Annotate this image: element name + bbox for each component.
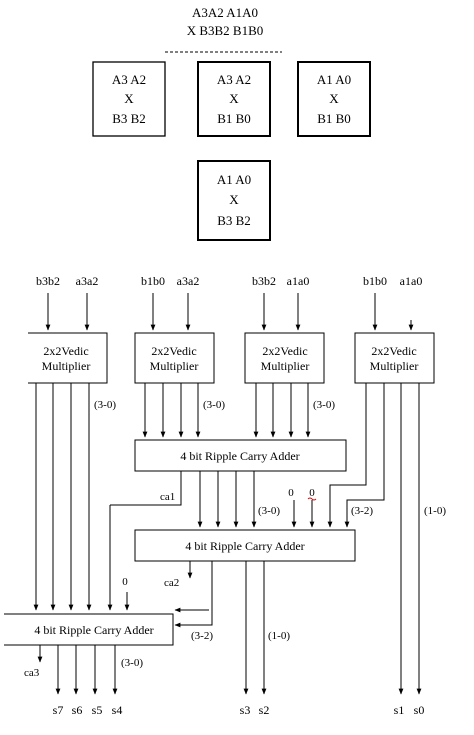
mult3-input-left-label: b3b2 bbox=[252, 274, 276, 288]
partial-box-4-row3: B3 B2 bbox=[217, 213, 251, 228]
adder-block-1: 4 bit Ripple Carry Adder bbox=[134, 439, 347, 472]
partial-box-1-row2: X bbox=[124, 91, 134, 106]
output-s6: s6 bbox=[72, 703, 83, 717]
mult2-output-label: (3-0) bbox=[203, 399, 225, 411]
partial-box-1-row1: A3 A2 bbox=[112, 72, 146, 87]
adder2-input-wires bbox=[197, 383, 385, 528]
adder2-output-label-b: (1-0) bbox=[268, 630, 290, 642]
partial-box-1: A3 A2 X B3 B2 bbox=[92, 61, 166, 137]
output-s3: s3 bbox=[240, 703, 251, 717]
output-s5: s5 bbox=[92, 703, 103, 717]
mult3-output-label: (3-0) bbox=[313, 399, 335, 411]
multiplier-input-wires bbox=[45, 293, 414, 331]
output-s2: s2 bbox=[259, 703, 270, 717]
mult3-line2: Multiplier bbox=[261, 359, 310, 373]
multiplier-block-1: 2x2Vedic Multiplier bbox=[28, 332, 108, 384]
adder2-const-a: 0 bbox=[288, 487, 294, 499]
partial-box-2-row3: B1 B0 bbox=[217, 111, 251, 126]
mult2-line2: Multiplier bbox=[150, 359, 199, 373]
mult3-input-right-label: a1a0 bbox=[287, 274, 310, 288]
adder1-label: 4 bit Ripple Carry Adder bbox=[180, 449, 299, 463]
adder3-const: 0 bbox=[122, 576, 128, 588]
adder1-input-wires bbox=[142, 383, 311, 438]
adder2-const-b: 0 bbox=[309, 487, 315, 499]
adder2-const-b-squiggle bbox=[307, 497, 317, 501]
adder2-input-label-b: (3-2) bbox=[351, 505, 373, 517]
adder3-carry-label: ca3 bbox=[24, 667, 40, 679]
adder2-label: 4 bit Ripple Carry Adder bbox=[185, 539, 304, 553]
adder1-carry-wire bbox=[110, 471, 182, 506]
mult1-input-left-label: b3b2 bbox=[36, 274, 60, 288]
partial-box-3-row3: B1 B0 bbox=[317, 111, 351, 126]
output-s7: s7 bbox=[53, 703, 64, 717]
output-s1: s1 bbox=[394, 703, 405, 717]
mult2-input-left-label: b1b0 bbox=[141, 274, 165, 288]
adder3-input-wires bbox=[33, 383, 213, 628]
mult3-line1: 2x2Vedic bbox=[262, 344, 307, 358]
adder-block-3: 4 bit Ripple Carry Adder bbox=[4, 613, 174, 646]
adder-block-2: 4 bit Ripple Carry Adder bbox=[134, 529, 356, 562]
partial-box-3-row1: A1 A0 bbox=[317, 72, 351, 87]
adder2-input-label-a: (3-0) bbox=[258, 505, 280, 517]
mult1-line1: 2x2Vedic bbox=[43, 344, 88, 358]
multiplier-block-2: 2x2Vedic Multiplier bbox=[134, 332, 215, 384]
mult4-line1: 2x2Vedic bbox=[371, 344, 416, 358]
mult4-input-left-label: b1b0 bbox=[363, 274, 387, 288]
mult2-input-right-label: a3a2 bbox=[177, 274, 200, 288]
partial-box-2-row1: A3 A2 bbox=[217, 72, 251, 87]
mult4-line2: Multiplier bbox=[370, 359, 419, 373]
partial-box-3: A1 A0 X B1 B0 bbox=[297, 61, 371, 137]
adder2-carry-label: ca2 bbox=[164, 577, 179, 589]
adder3-output-label: (3-0) bbox=[121, 657, 143, 669]
output-s4: s4 bbox=[112, 703, 123, 717]
output-s0: s0 bbox=[414, 703, 425, 717]
mult1-line2: Multiplier bbox=[42, 359, 91, 373]
header-multiplier: X B3B2 B1B0 bbox=[187, 23, 264, 38]
partial-box-4-row2: X bbox=[229, 192, 239, 207]
mult1-output-label: (3-0) bbox=[94, 399, 116, 411]
adder3-label: 4 bit Ripple Carry Adder bbox=[34, 623, 153, 637]
partial-box-3-row2: X bbox=[329, 91, 339, 106]
mult4-output-label: (1-0) bbox=[424, 505, 446, 517]
partial-box-2: A3 A2 X B1 B0 bbox=[197, 61, 271, 137]
adder1-carry-label: ca1 bbox=[160, 491, 175, 503]
adder2-output-label-a: (3-2) bbox=[191, 630, 213, 642]
multiplier-block-4: 2x2Vedic Multiplier bbox=[354, 332, 435, 384]
output-wires bbox=[55, 383, 422, 695]
partial-box-1-row3: B3 B2 bbox=[112, 111, 146, 126]
header-multiplicand: A3A2 A1A0 bbox=[192, 5, 258, 20]
mult4-input-right-label: a1a0 bbox=[400, 274, 423, 288]
mult1-input-right-label: a3a2 bbox=[76, 274, 99, 288]
multiplier-block-3: 2x2Vedic Multiplier bbox=[244, 332, 325, 384]
partial-box-4-row1: A1 A0 bbox=[217, 172, 251, 187]
partial-box-4: A1 A0 X B3 B2 bbox=[197, 160, 271, 241]
mult2-line1: 2x2Vedic bbox=[151, 344, 196, 358]
partial-box-2-row2: X bbox=[229, 91, 239, 106]
